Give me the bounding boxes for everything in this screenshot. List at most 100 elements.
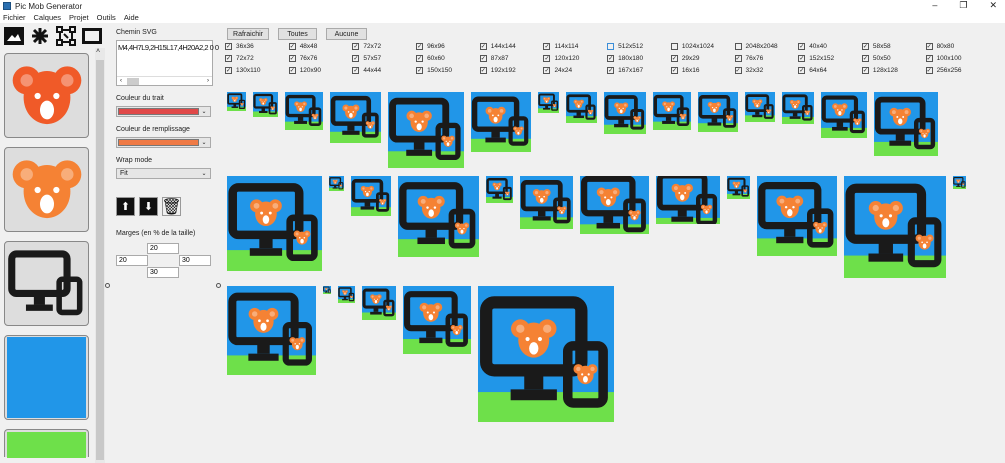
size-checkbox[interactable]: ✓24x24	[543, 66, 607, 74]
size-checkbox[interactable]: ✓48x48	[288, 42, 353, 50]
size-checkbox[interactable]: ✓50x50	[861, 54, 926, 62]
size-checkbox[interactable]: ✓58x58	[861, 42, 926, 50]
refresh-button[interactable]: Rafraichir	[227, 28, 269, 40]
chevron-down-icon: ⌄	[201, 140, 207, 146]
preview-icon-29x29	[329, 176, 344, 191]
checkbox-icon: ✓	[925, 66, 933, 74]
margin-right-input[interactable]	[179, 255, 211, 266]
size-label: 60x60	[427, 54, 445, 62]
koala-icon	[8, 151, 86, 229]
preview-icon-58x58	[566, 92, 597, 123]
size-checkbox[interactable]: ✓192x192	[479, 66, 544, 74]
margin-left-input[interactable]	[116, 255, 148, 266]
size-checkbox[interactable]: 2048x2048	[734, 42, 799, 50]
size-checkbox[interactable]: ✓256x256	[925, 66, 990, 74]
scroll-up-icon[interactable]: ˄	[96, 48, 101, 55]
layer-koala-orange[interactable]	[4, 147, 89, 232]
size-checkbox[interactable]: ✓72x72	[352, 42, 416, 50]
layers-scrollbar[interactable]: ˄	[95, 48, 105, 463]
size-label: 120x120	[554, 54, 580, 62]
checkbox-icon: ✓	[225, 66, 232, 74]
layer-grass[interactable]	[4, 429, 89, 458]
minimize-button[interactable]: –	[932, 0, 938, 10]
menu-outils[interactable]: Outils	[96, 13, 116, 22]
size-checkbox[interactable]: ✓120x90	[288, 66, 353, 74]
blue-fill	[7, 337, 86, 418]
size-checkbox[interactable]: ✓36x36	[225, 42, 289, 50]
checkbox-icon: ✓	[670, 54, 678, 62]
monitor-phone-icon	[7, 244, 86, 324]
app-icon	[3, 2, 11, 10]
rectangle-icon	[82, 28, 102, 44]
preview-icon-76x76	[351, 176, 391, 216]
title-bar: Pic Mob Generator – ❐ ✕	[0, 0, 1005, 12]
add-image-button[interactable]	[3, 26, 25, 46]
size-checkbox[interactable]: ✓32x32	[734, 66, 799, 74]
preview-icon-87x87	[821, 92, 867, 138]
size-checkbox[interactable]: ✓40x40	[798, 42, 862, 50]
layer-sky[interactable]	[4, 335, 89, 420]
size-checkbox[interactable]: ✓120x120	[543, 54, 607, 62]
restore-button[interactable]: ❐	[959, 0, 968, 10]
size-label: 80x80	[936, 42, 955, 50]
size-checkbox[interactable]: ✓72x72	[225, 54, 289, 62]
size-checkbox[interactable]: 1024x1024	[670, 42, 735, 50]
add-path-button[interactable]	[55, 26, 77, 46]
size-checkbox[interactable]: ✓16x16	[670, 66, 735, 74]
size-checkbox[interactable]: ✓114x114	[543, 42, 607, 50]
size-checkbox[interactable]: ✓144x144	[479, 42, 544, 50]
size-checkbox[interactable]: ✓44x44	[352, 66, 416, 74]
size-checkbox[interactable]: ✓87x87	[479, 54, 544, 62]
size-checkbox[interactable]: ✓167x167	[607, 66, 671, 74]
splitter-handle-left[interactable]	[105, 283, 110, 288]
select-all-button[interactable]: Toutes	[278, 28, 317, 40]
size-checkbox[interactable]: ✓150x150	[416, 66, 480, 74]
menu-fichier[interactable]: Fichier	[3, 13, 26, 22]
layer-devices[interactable]	[4, 241, 89, 326]
add-rectangle-button[interactable]	[81, 26, 103, 46]
layer-koala-red[interactable]	[4, 53, 89, 138]
svg-path-input[interactable]: M4,4H7L9,2H15L17,4H20A2,2 0 0‹›	[116, 40, 219, 86]
svg-path-hscroll[interactable]: ‹›	[117, 76, 212, 85]
size-checkbox[interactable]: ✓152x152	[798, 54, 862, 62]
preview-icon-57x57	[745, 92, 775, 122]
checkbox-icon: ✓	[798, 54, 806, 62]
size-checkbox[interactable]: ✓60x60	[416, 54, 480, 62]
size-checkbox[interactable]: ✓76x76	[288, 54, 353, 62]
preview-icon-180x180	[227, 176, 322, 271]
size-checkbox[interactable]: ✓57x57	[352, 54, 416, 62]
size-checkbox[interactable]: ✓29x29	[670, 54, 735, 62]
size-checkbox[interactable]: ✓100x100	[925, 54, 990, 62]
size-label: 29x29	[681, 54, 700, 62]
preview-icon-100x100	[520, 176, 573, 229]
size-checkbox[interactable]: ✓128x128	[861, 66, 926, 74]
size-label: 72x72	[363, 42, 382, 50]
svg-path-label: Chemin SVG	[116, 29, 157, 36]
size-label: 180x180	[618, 54, 644, 62]
select-none-button[interactable]: Aucune	[326, 28, 367, 40]
menu-calques[interactable]: Calques	[33, 13, 62, 22]
stroke-color-select[interactable]: ⌄	[116, 106, 211, 117]
size-label: 72x72	[236, 54, 254, 62]
close-button[interactable]: ✕	[989, 0, 997, 10]
size-checkbox[interactable]: ✓96x96	[416, 42, 480, 50]
fill-color-select[interactable]: ⌄	[116, 137, 211, 148]
scroll-thumb[interactable]	[96, 60, 104, 460]
margin-top-input[interactable]	[147, 243, 179, 254]
move-layer-up-button[interactable]: ⬆	[116, 197, 135, 216]
size-checkbox[interactable]: ✓64x64	[798, 66, 862, 74]
menu-projet[interactable]: Projet	[69, 13, 89, 22]
wrap-mode-select[interactable]: Fit⌄	[116, 168, 211, 179]
margin-bottom-input[interactable]	[147, 267, 179, 278]
size-checkbox[interactable]: ✓180x180	[607, 54, 671, 62]
splitter-handle-right[interactable]	[216, 283, 221, 288]
delete-layer-button[interactable]: 🗑	[161, 197, 182, 216]
size-checkbox[interactable]: ✓130x110	[225, 66, 289, 74]
add-shape-button[interactable]	[29, 26, 51, 46]
move-layer-down-button[interactable]: ⬇	[139, 197, 158, 216]
preview-icon-76x76	[698, 92, 738, 132]
size-checkbox[interactable]: ✓76x76	[734, 54, 799, 62]
size-checkbox[interactable]: 512x512	[607, 42, 671, 50]
menu-aide[interactable]: Aide	[123, 13, 139, 22]
size-checkbox[interactable]: ✓80x80	[925, 42, 990, 50]
